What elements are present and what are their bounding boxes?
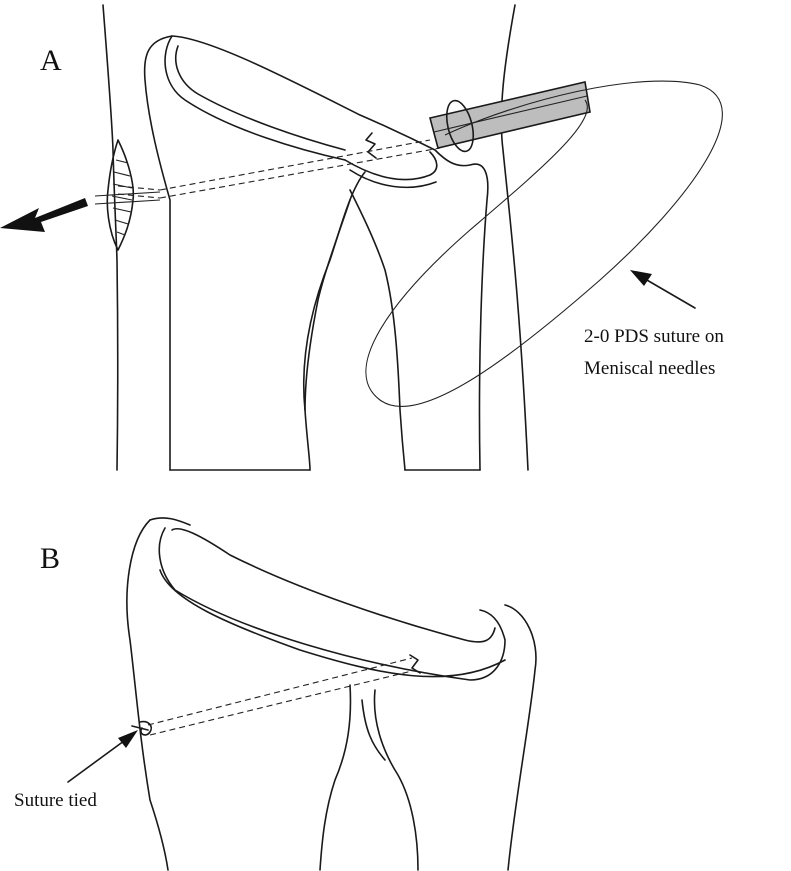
meniscus-b-rim [159,569,506,678]
suture-label-line2: Meniscal needles [584,358,715,379]
cannula-stripe [433,95,588,133]
suture-loop [365,80,723,407]
bone-b-top-left [149,517,191,526]
meniscus-b-inner [171,528,496,643]
knot-pointer-arrowhead [118,730,138,748]
intercondylar-notch-left-inner [304,199,351,411]
skin-line-right [500,4,529,471]
skin-line-left [102,4,119,471]
meniscus-front-lip [344,151,438,181]
suture-tied-label: Suture tied [14,790,97,811]
suture-pointer-arrow-shaft [639,275,696,309]
notch-b-inner [361,699,386,761]
bone-b-outer-left [126,519,169,871]
meniscus-b-outer [158,527,506,681]
suture-pointer-arrowhead [630,270,652,286]
panel-a: A [0,4,724,471]
panel-a-letter: A [40,44,62,77]
suture-b-pass-2 [149,669,417,736]
suture-pass-1 [159,139,431,191]
suture-pass-4 [117,193,161,199]
suture-b-pass-1 [147,657,413,726]
meniscus-rim-inner [174,45,346,151]
suture-pass-3 [117,185,161,191]
intercondylar-notch-right [349,189,406,471]
meniscus-front-lip-inner [349,169,437,189]
panel-b: B Suture tied [14,517,537,871]
notch-b-left [319,684,352,871]
panel-b-letter: B [40,542,60,575]
suture-pass-2 [159,147,441,199]
meniscus-tear-a [365,132,377,159]
intercondylar-notch-left [302,171,366,471]
suture-exit-strand [94,191,161,205]
suture-knot [131,720,153,736]
pull-direction-arrow [0,198,88,232]
suture-label-line1: 2-0 PDS suture on [584,326,724,347]
meniscus-rim-outer [164,35,346,161]
bone-outer-contour [143,35,489,471]
notch-b-right [373,689,419,871]
skin-incision [106,139,135,251]
bone-b-outer-right [504,604,537,871]
cannula-body [429,81,591,149]
knot-pointer-arrow-shaft [67,737,129,783]
